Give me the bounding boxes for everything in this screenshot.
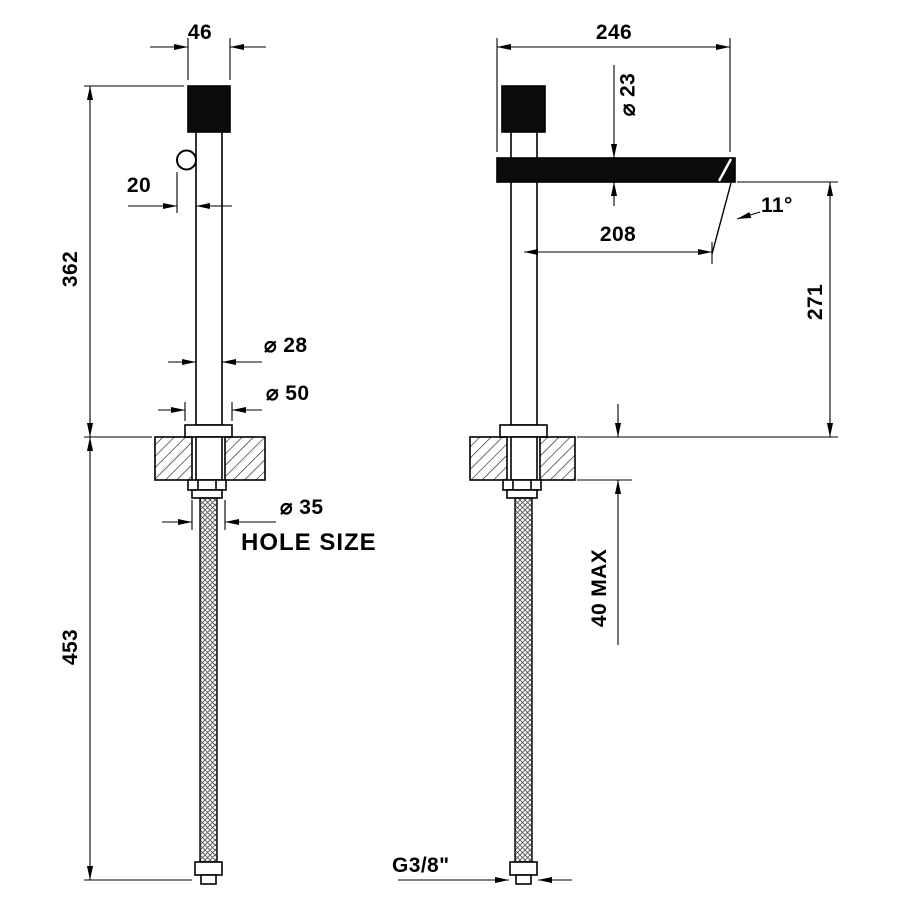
dim-outlet-angle-label: 11° [761,194,793,217]
dim-handle-offset-label: 20 [126,174,152,197]
dim-hole-diameter-label: ⌀ 35 [280,496,324,519]
dim-spout-reach-label: 246 [595,21,633,44]
dim-body-height-label: 362 [59,250,82,288]
dim-body-diameter-label: ⌀ 28 [264,334,308,357]
dim-base-diameter-label: ⌀ 50 [266,382,310,405]
front-view-faucet [154,85,266,885]
dim-hose-length-label: 453 [59,628,82,666]
dim-deck-max-label: 40 MAX [588,548,611,628]
dimension-lines [84,38,838,884]
dim-outlet-distance-label: 208 [599,223,637,246]
side-view-faucet [469,85,736,885]
dim-thread-label: G3/8" [392,854,450,877]
dim-spout-diameter-label: ⌀ 23 [616,72,640,117]
dim-spout-height-label: 271 [804,283,827,321]
hole-size-label: HOLE SIZE [241,529,377,556]
dim-top-width-label: 46 [187,21,213,44]
